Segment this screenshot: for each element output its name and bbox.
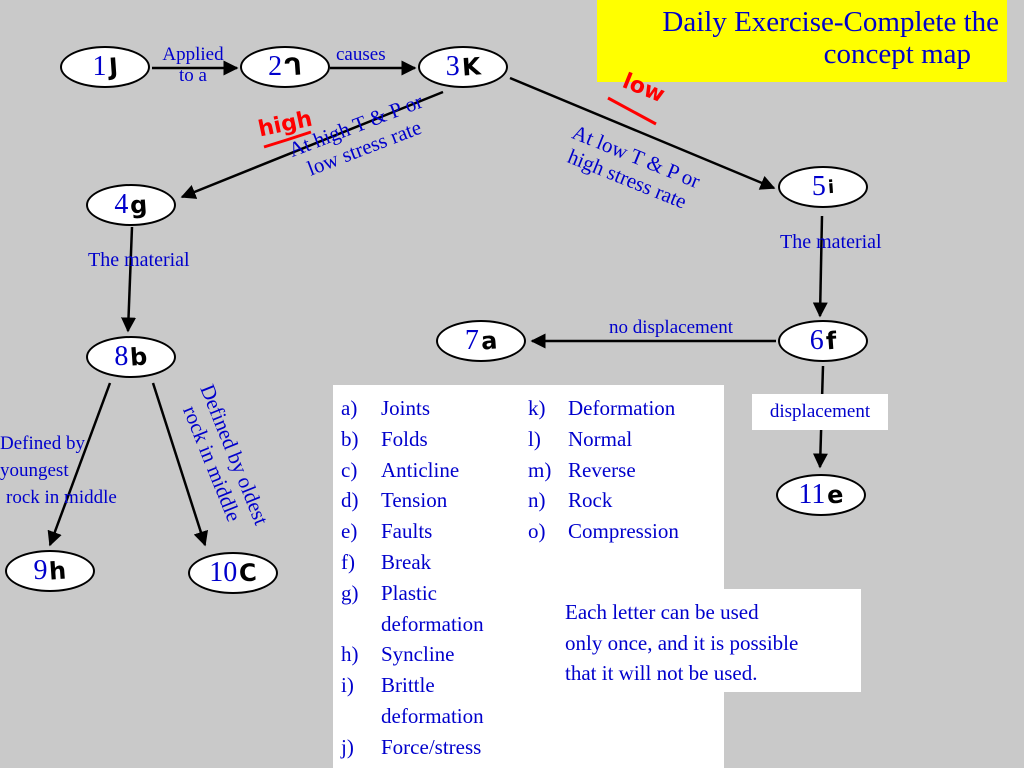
node-number: 6 <box>809 325 824 356</box>
node-number: 3 <box>445 51 460 82</box>
label-line: Applied <box>162 44 224 65</box>
node-number: 11 <box>798 479 826 510</box>
label-displacement: displacement <box>752 394 888 430</box>
handwritten-answer: K <box>460 52 482 82</box>
word-bank-item: j)Force/stress <box>341 734 482 759</box>
word-bank-item: l)Normal <box>528 426 633 451</box>
label-youngest: Defined by youngest rock in middle <box>0 430 117 511</box>
high-underline <box>263 130 312 149</box>
word-bank: a)Joints b)Folds c)Anticline d)Tension e… <box>333 385 724 768</box>
handwritten-answer: ᒉ <box>283 52 303 82</box>
label-material-right: The material <box>780 231 882 253</box>
word-bank-item: m)Reverse <box>528 457 636 482</box>
node-number: 8 <box>114 341 129 372</box>
label-line: rock in middle <box>6 487 117 508</box>
handwritten-answer: f <box>824 326 838 356</box>
node-number: 4 <box>114 189 129 220</box>
arrow-8-to-10 <box>151 382 209 547</box>
label-applied-to-a: Applied to a <box>152 44 234 86</box>
handwritten-answer: e <box>826 480 845 510</box>
word-bank-item: h)Syncline <box>341 642 455 667</box>
label-line: Defined by <box>0 433 85 454</box>
handwritten-answer: g <box>129 190 149 220</box>
handwritten-answer: a <box>479 326 499 356</box>
low-underline <box>607 96 657 126</box>
word-bank-item: c)Anticline <box>341 457 460 482</box>
node-number: 7 <box>464 325 479 356</box>
label-material-left: The material <box>88 249 190 271</box>
note-line: only once, and it is possible <box>565 630 799 655</box>
arrow-4-to-8 <box>121 226 137 333</box>
handwritten-answer: i <box>827 176 835 198</box>
arrow-3-to-4 <box>180 90 444 199</box>
label-no-displacement: no displacement <box>609 317 733 338</box>
word-bank-item: o)Compression <box>528 519 679 544</box>
word-bank-item: b)Folds <box>341 426 428 451</box>
node-number: 1 <box>92 51 107 82</box>
handwritten-answer: h <box>48 556 68 586</box>
word-bank-item: n)Rock <box>528 488 613 513</box>
word-bank-left-column: a)Joints b)Folds c)Anticline d)Tension e… <box>341 393 531 763</box>
label-line: youngest <box>0 460 69 481</box>
handwritten-answer: C <box>238 558 258 588</box>
note-line: that it will not be used. <box>565 661 758 685</box>
word-bank-right-column: k)Deformation l)Normal m)Reverse n)Rock … <box>528 393 718 547</box>
label-causes: causes <box>336 44 386 65</box>
node-number: 9 <box>33 555 48 586</box>
arrow-3-to-5 <box>509 76 776 190</box>
node-number: 10 <box>209 557 238 588</box>
word-bank-item: f)Break <box>341 549 432 574</box>
title-banner: Daily Exercise-Complete the concept map <box>597 0 1007 82</box>
word-bank-item: k)Deformation <box>528 396 676 420</box>
arrow-8-to-9 <box>47 382 112 547</box>
word-bank-item: e)Faults <box>341 519 433 544</box>
node-number: 5 <box>811 171 826 202</box>
word-bank-item: a)Joints <box>341 396 431 420</box>
title-line-1: Daily Exercise-Complete the <box>662 6 999 38</box>
title-line-2: concept map <box>823 38 971 70</box>
label-text: displacement <box>769 401 871 422</box>
instruction-note: Each letter can be used only once, and i… <box>557 589 861 692</box>
arrow-5-to-6 <box>812 215 828 318</box>
node-number: 2 <box>268 51 283 82</box>
note-line: Each letter can be used <box>565 600 759 624</box>
handwritten-answer: b <box>129 342 149 372</box>
word-bank-item: d)Tension <box>341 488 448 513</box>
handwritten-answer: J <box>107 52 119 82</box>
label-line: to a <box>179 65 207 86</box>
